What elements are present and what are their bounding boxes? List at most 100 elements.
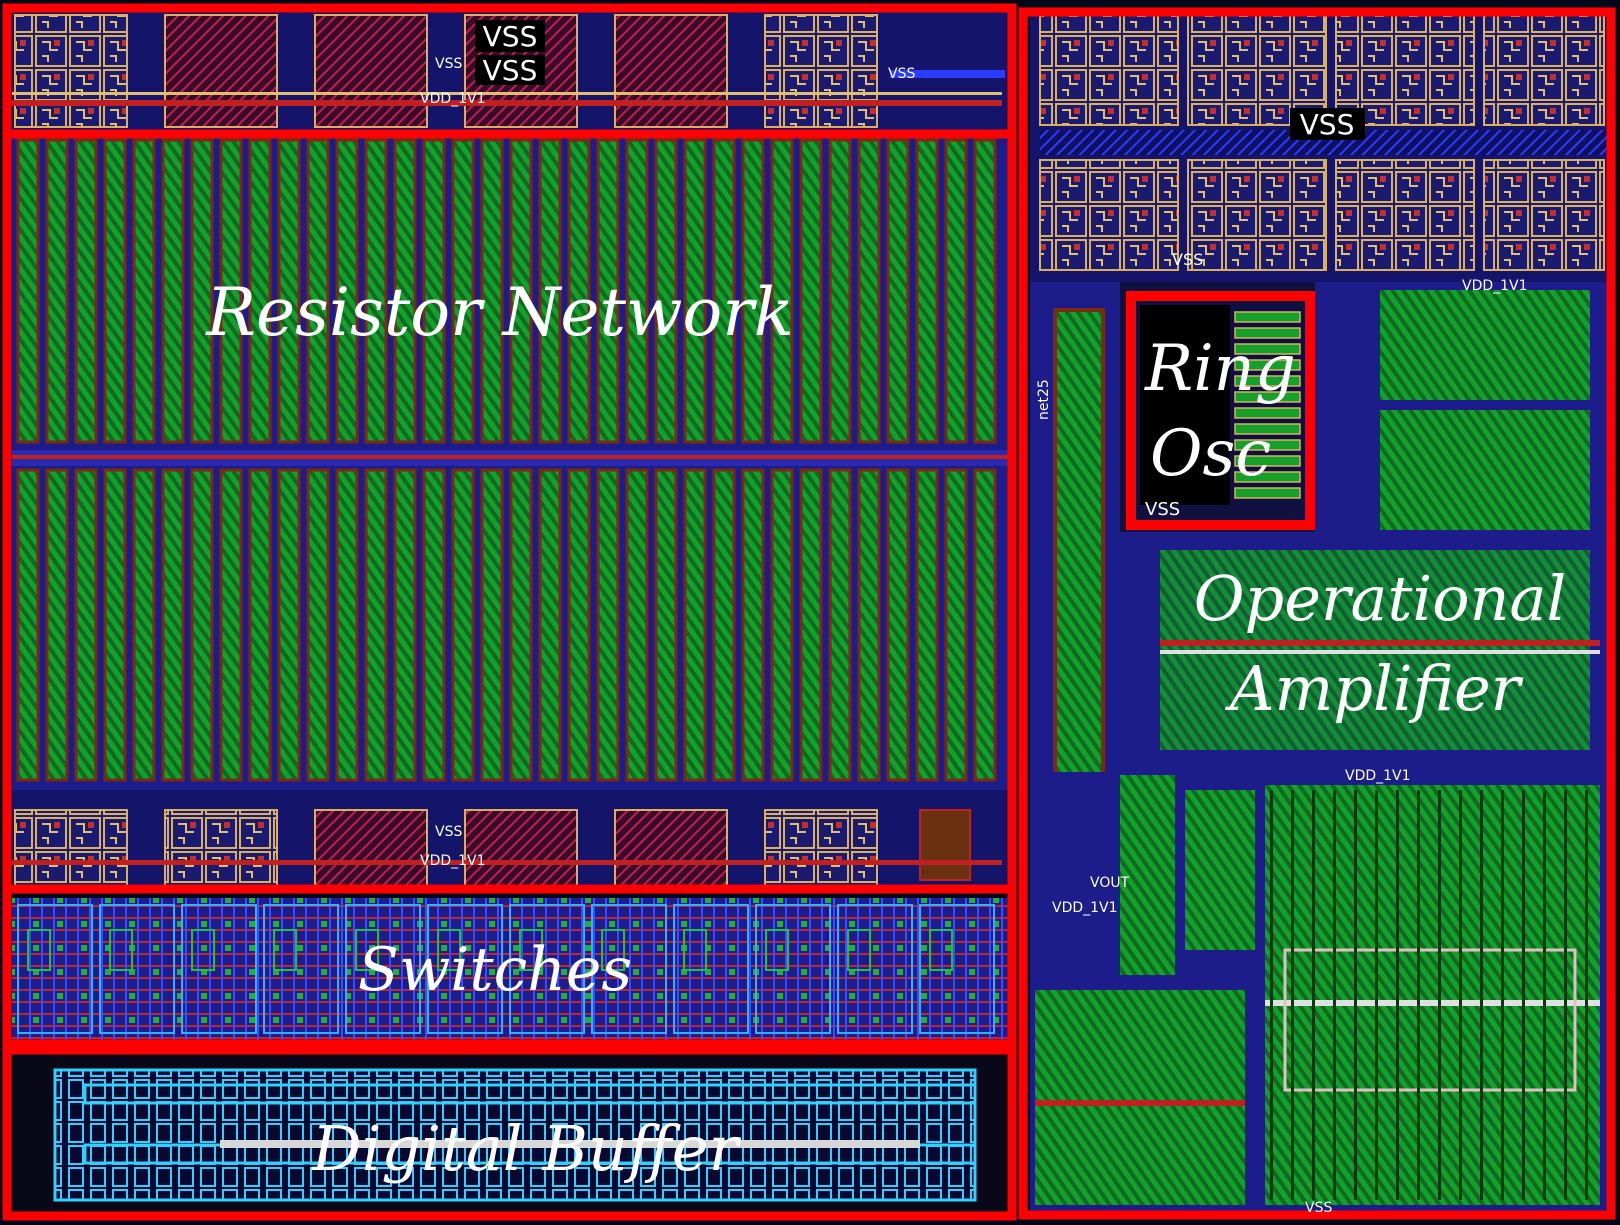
resistor-finger: [132, 138, 156, 444]
resistor-finger: [74, 468, 98, 782]
opamp-label-line1: Operational: [1194, 562, 1567, 635]
array-finger-line: [1564, 790, 1567, 1200]
ring-osc-stage: [1234, 311, 1301, 323]
resistor-finger: [683, 468, 707, 782]
array-finger-line: [1522, 790, 1525, 1200]
resistor-finger: [277, 468, 301, 782]
resistor-finger: [422, 468, 446, 782]
vdd-label-right-3: VDD_1V1: [1052, 900, 1118, 916]
digital-buffer-label: Digital Buffer: [311, 1112, 742, 1185]
switch-cell: [673, 904, 749, 1034]
resistor-finger: [625, 138, 649, 444]
vdd-label-1: VDD_1V1: [420, 91, 486, 107]
resistor-finger: [480, 138, 504, 444]
switch-transistor: [109, 929, 133, 971]
array-finger-line: [1501, 790, 1504, 1200]
resistor-finger: [538, 138, 562, 444]
resistor-network-bottom-cells: [12, 790, 1010, 890]
switch-cell: [919, 904, 995, 1034]
ring-osc-stage: [1234, 487, 1301, 499]
resistor-finger: [74, 138, 98, 444]
switch-cell: [345, 904, 421, 1034]
ring-osc-box: [1126, 291, 1315, 530]
resistor-finger: [422, 138, 446, 444]
vss-label-5: VSS: [435, 824, 462, 840]
resistor-finger: [509, 468, 533, 782]
resistor-finger: [103, 138, 127, 444]
array-finger-line: [1417, 790, 1420, 1200]
resistor-finger: [828, 138, 852, 444]
resistor-finger: [451, 468, 475, 782]
resistor-finger: [538, 468, 562, 782]
resistor-finger: [596, 468, 620, 782]
resistor-finger: [364, 468, 388, 782]
resistor-finger: [248, 138, 272, 444]
opamp-region: [1120, 282, 1608, 772]
analog-region-box: [1018, 7, 1616, 1220]
resistor-finger: [770, 138, 794, 444]
resistor-finger: [190, 468, 214, 782]
ring-osc-stage: [1234, 455, 1301, 467]
ring-osc-label-line1: Ring: [1144, 332, 1296, 406]
switch-cell: [755, 904, 831, 1034]
resistor-finger: [625, 468, 649, 782]
highlight-boxes: [2, 3, 1616, 1221]
resistor-finger: [712, 138, 736, 444]
resistor-finger: [219, 138, 243, 444]
resistor-finger: [654, 468, 678, 782]
net25-label: net25: [1036, 379, 1052, 420]
resistor-finger: [567, 468, 591, 782]
switch-cell: [263, 904, 339, 1034]
right-bottom-arrays: [1030, 772, 1608, 1212]
array-finger-line: [1543, 790, 1546, 1200]
resistor-finger: [886, 138, 910, 444]
switch-transistor: [191, 929, 215, 971]
switch-transistor: [437, 929, 461, 971]
array-finger-line: [1459, 790, 1462, 1200]
resistor-finger: [219, 468, 243, 782]
vss-label-2: VSS: [483, 54, 538, 87]
resistor-finger: [132, 468, 156, 782]
vss-label-ring: VSS: [1145, 499, 1180, 520]
ring-osc-stage: [1234, 407, 1301, 419]
vss-label-3: VSS: [435, 56, 462, 72]
switch-transistor: [765, 929, 789, 971]
resistor-finger: [799, 468, 823, 782]
ring-osc-stage: [1234, 359, 1301, 371]
array-finger-line: [1396, 790, 1399, 1200]
array-finger-line: [1270, 790, 1273, 1200]
resistor-finger: [886, 468, 910, 782]
resistor-finger: [103, 468, 127, 782]
switch-transistor: [847, 929, 871, 971]
vss-label-1: VSS: [483, 20, 538, 53]
resistor-finger: [712, 468, 736, 782]
resistor-finger: [335, 468, 359, 782]
opamp-label-line2: Amplifier: [1225, 652, 1524, 725]
switch-transistor: [519, 929, 543, 971]
resistor-finger: [16, 468, 40, 782]
resistor-finger: [799, 138, 823, 444]
switch-cell: [837, 904, 913, 1034]
ring-osc-stage: [1234, 471, 1301, 483]
resistor-finger: [509, 138, 533, 444]
switch-cell: [181, 904, 257, 1034]
switch-cell: [591, 904, 667, 1034]
resistor-finger: [306, 138, 330, 444]
vdd-label-right-2: VDD_1V1: [1345, 768, 1411, 784]
array-finger-line: [1333, 790, 1336, 1200]
digital-buffer-box: [2, 1045, 1017, 1221]
vdd-label-2: VDD_1V1: [420, 853, 486, 869]
ring-oscillator-block: [1120, 282, 1315, 532]
resistor-finger: [857, 468, 881, 782]
resistor-finger: [451, 138, 475, 444]
ring-osc-stage: [1234, 391, 1301, 403]
resistor-finger: [944, 138, 968, 444]
vdd-label-right-1: VDD_1V1: [1462, 278, 1528, 294]
switches-box: [2, 884, 1017, 1049]
vss-label-4: VSS: [888, 66, 915, 82]
resistor-finger: [741, 468, 765, 782]
resistor-finger: [915, 468, 939, 782]
resistor-finger: [596, 138, 620, 444]
resistor-finger: [973, 468, 997, 782]
resistor-finger: [480, 468, 504, 782]
